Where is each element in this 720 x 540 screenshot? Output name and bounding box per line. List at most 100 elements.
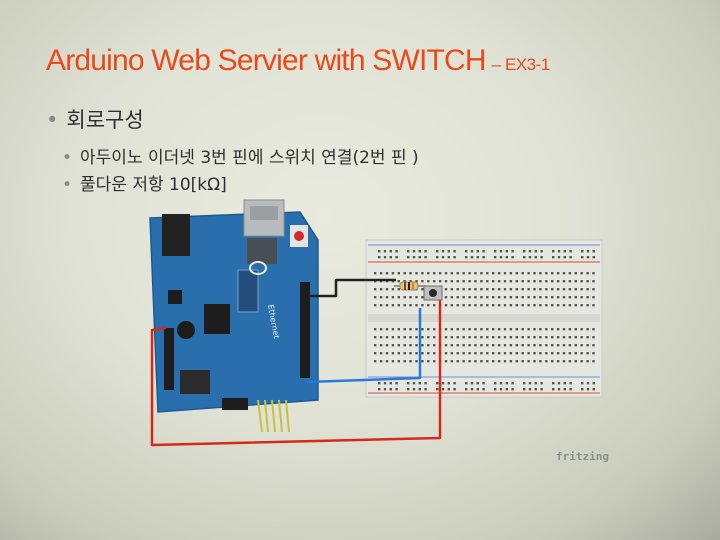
breadboard-hole [533, 344, 536, 347]
breadboard-hole [521, 272, 524, 275]
breadboard-hole [586, 352, 589, 355]
breadboard-hole [497, 304, 501, 307]
fritzing-watermark: fritzing [556, 450, 609, 463]
breadboard-hole [568, 352, 572, 355]
breadboard-hole [391, 336, 395, 339]
breadboard-hole [444, 352, 448, 355]
breadboard-hole [391, 328, 395, 331]
breadboard-hole [497, 272, 501, 275]
breadboard-hole [476, 382, 479, 385]
breadboard-hole [551, 272, 554, 275]
breadboard-hole [379, 344, 383, 347]
breadboard-hole [562, 272, 566, 275]
breadboard-hole [415, 352, 418, 355]
breadboard-hole [509, 344, 513, 347]
bullet-dot-icon: • [62, 175, 73, 195]
breadboard-hole [580, 272, 583, 275]
breadboard-hole [545, 344, 548, 347]
breadboard-hole [592, 288, 595, 291]
breadboard-hole [492, 296, 495, 299]
breadboard-hole [450, 352, 454, 355]
breadboard-hole [456, 296, 459, 299]
breadboard-hole [486, 352, 489, 355]
breadboard-hole [421, 336, 424, 339]
breadboard-hole [453, 382, 456, 385]
header-pins [257, 399, 290, 433]
breadboard-hole [592, 352, 595, 355]
breadboard-hole [515, 344, 518, 347]
breadboard-hole [374, 304, 377, 307]
breadboard-hole [482, 256, 485, 259]
breadboard-hole [403, 296, 406, 299]
breadboard-hole [397, 280, 400, 283]
breadboard-hole [592, 328, 595, 331]
breadboard-hole [441, 382, 445, 385]
breadboard-hole [539, 336, 542, 339]
breadboard-hole [574, 288, 577, 291]
breadboard-hole [374, 272, 377, 275]
breadboard-hole [391, 344, 395, 347]
breadboard-hole [433, 304, 436, 307]
power-jack [162, 214, 190, 256]
breadboard-hole [492, 288, 495, 291]
breadboard-hole [486, 272, 489, 275]
breadboard-hole [433, 280, 436, 283]
breadboard-hole [580, 344, 583, 347]
breadboard-hole [486, 336, 489, 339]
breadboard-hole [586, 328, 589, 331]
breadboard-hole [383, 388, 387, 391]
breadboard-hole [581, 250, 584, 253]
breadboard-hole [580, 328, 583, 331]
breadboard-hole [557, 250, 561, 253]
breadboard-hole [534, 250, 537, 253]
breadboard-hole [468, 304, 471, 307]
breadboard-hole [462, 272, 465, 275]
breadboard-hole [418, 256, 421, 259]
breadboard-hole [403, 336, 406, 339]
breadboard-hole [453, 256, 456, 259]
breadboard-hole [433, 328, 436, 331]
breadboard-hole [474, 296, 477, 299]
breadboard-hole [456, 272, 459, 275]
breadboard-hole [528, 250, 532, 253]
breadboard-hole [592, 360, 595, 363]
breadboard-hole [453, 250, 456, 253]
breadboard-hole [421, 344, 424, 347]
breadboard-hole [533, 352, 536, 355]
breadboard-hole [450, 328, 454, 331]
breadboard-hole [528, 388, 532, 391]
breadboard-hole [433, 352, 436, 355]
breadboard-hole [562, 304, 566, 307]
breadboard-hole [385, 344, 389, 347]
breadboard-hole [539, 272, 542, 275]
breadboard-hole [533, 280, 536, 283]
breadboard-hole [586, 304, 589, 307]
breadboard-hole [389, 382, 392, 385]
breadboard-hole [586, 250, 590, 253]
breadboard-hole [427, 280, 430, 283]
breadboard-hole [562, 352, 566, 355]
breadboard-hole [574, 272, 577, 275]
breadboard-hole [486, 344, 489, 347]
breadboard-hole [438, 272, 442, 275]
breadboard-hole [415, 280, 418, 283]
breadboard-hole [574, 344, 577, 347]
breadboard-hole [515, 336, 518, 339]
breadboard-hole [533, 328, 536, 331]
breadboard-hole [447, 382, 450, 385]
breadboard-hole [427, 272, 430, 275]
breadboard-hole [586, 280, 589, 283]
breadboard-hole [556, 336, 560, 339]
breadboard-hole [379, 272, 383, 275]
arduino-ethernet-board: Ethernet [149, 199, 319, 433]
breadboard-hole [539, 328, 542, 331]
breadboard-hole [391, 296, 395, 299]
breadboard-hole [503, 304, 507, 307]
breadboard-hole [480, 360, 483, 363]
breadboard-hole [421, 280, 424, 283]
breadboard-hole [374, 296, 377, 299]
breadboard-hole [557, 382, 561, 385]
breadboard-hole [468, 272, 471, 275]
breadboard-hole [527, 304, 530, 307]
breadboard-hole [421, 360, 424, 363]
